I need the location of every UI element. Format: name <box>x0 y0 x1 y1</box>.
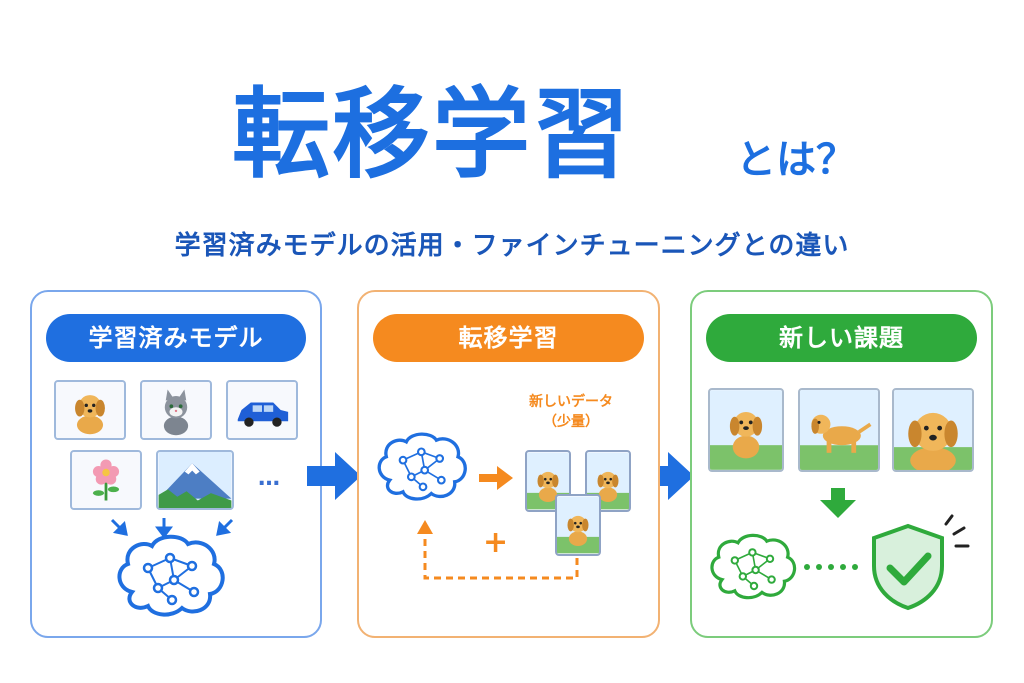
task-dog-image <box>708 388 784 472</box>
page-title: 転移学習 <box>232 78 633 192</box>
transfer-learning-panel: 転移学習 新しいデータ （少量） + <box>357 290 660 638</box>
arrow-down-green-icon <box>820 488 856 518</box>
dog-icon <box>54 380 126 440</box>
pretrained-model-panel: 学習済みモデル <box>30 290 322 638</box>
car-icon <box>226 380 298 440</box>
flower-icon <box>70 450 142 510</box>
plus-icon: + <box>483 525 509 560</box>
new-data-label: 新しいデータ <box>529 394 613 410</box>
transfer-learning-label: 転移学習 <box>373 314 644 362</box>
brain-network-icon <box>377 432 467 501</box>
arrow-right-orange-icon <box>479 466 513 490</box>
page-title-suffix: とは？ <box>736 137 856 183</box>
mountain-icon <box>156 450 234 510</box>
feedback-loop-arrow <box>417 520 579 580</box>
new-data-note: （少量） <box>543 414 599 430</box>
new-data-caption: 新しいデータ （少量） <box>511 392 631 432</box>
shield-check-icon <box>872 514 970 611</box>
task-dog-running-image <box>798 388 880 472</box>
brain-network-icon <box>117 534 225 617</box>
new-data-dog-image <box>555 494 601 556</box>
new-task-label: 新しい課題 <box>706 314 977 362</box>
arrow-right-icon-2 <box>640 452 694 500</box>
task-dog-face-image <box>892 388 974 472</box>
more-ellipsis: … <box>258 466 283 491</box>
new-task-panel: 新しい課題 <box>690 290 993 638</box>
pretrained-model-label: 学習済みモデル <box>46 314 306 362</box>
converge-arrows <box>110 518 234 539</box>
brain-network-green-icon <box>710 533 797 600</box>
page-subtitle: 学習済みモデルの活用・ファインチューニングとの違い <box>174 231 850 261</box>
arrow-right-icon <box>307 452 361 500</box>
dotted-connector <box>804 564 858 570</box>
title-area: 転移学習 とは？ <box>0 70 1024 200</box>
cat-icon <box>140 380 212 440</box>
